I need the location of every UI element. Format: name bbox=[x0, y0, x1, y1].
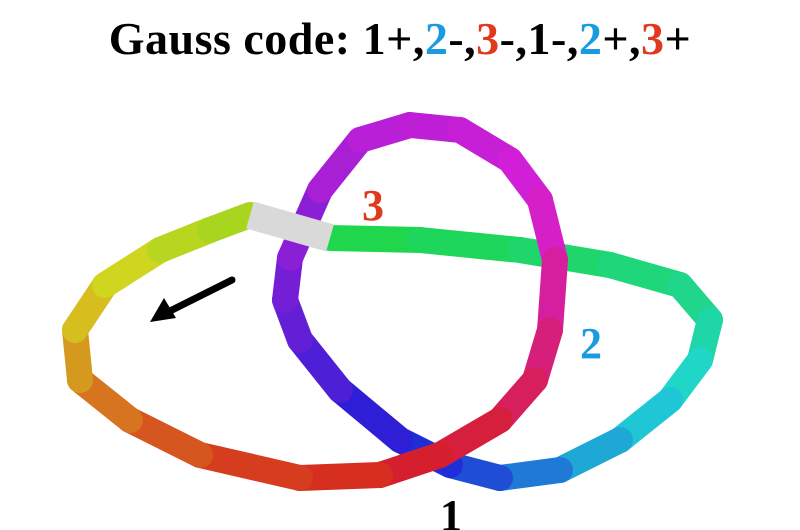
knot-strand-segment bbox=[287, 462, 393, 491]
crossing-label-1: 1 bbox=[440, 491, 462, 530]
gauss-code-crossing-2: 2 bbox=[424, 13, 449, 64]
gauss-code-crossing-3: 3 bbox=[476, 13, 500, 64]
gauss-code-title: Gauss code: 1+,2-,3-,1-,2+,3+ bbox=[0, 12, 800, 65]
gauss-code-separator: , bbox=[464, 13, 477, 64]
gauss-code-sign: + bbox=[386, 13, 413, 64]
start-marker bbox=[246, 201, 334, 252]
arrow-down-left-icon bbox=[150, 276, 236, 322]
gauss-code-crossing-3: 3 bbox=[641, 13, 665, 64]
gauss-code-sign: - bbox=[551, 13, 567, 64]
knot-strand-segment bbox=[187, 442, 313, 491]
knot-strands bbox=[62, 112, 723, 491]
knot-strand-segment bbox=[117, 407, 213, 468]
knot-strand-segment bbox=[407, 227, 533, 263]
gauss-code-separator: , bbox=[515, 13, 528, 64]
gauss-code-separator: , bbox=[412, 13, 425, 64]
crossing-label-3: 3 bbox=[362, 181, 384, 230]
gauss-code-sign: + bbox=[664, 13, 692, 64]
gauss-code-crossing-1: 1 bbox=[362, 13, 387, 64]
crossing-label-2: 2 bbox=[580, 319, 602, 368]
gauss-code-sequence: 1+,2-,3-,1-,2+,3+ bbox=[363, 13, 692, 64]
gauss-code-separator: , bbox=[629, 13, 642, 64]
gauss-code-sign: - bbox=[499, 13, 516, 64]
knot-strand-segment bbox=[317, 225, 433, 253]
knot-strand-segment bbox=[327, 377, 413, 453]
gauss-code-crossing-2: 2 bbox=[578, 13, 603, 64]
gauss-code-sign: - bbox=[448, 13, 465, 64]
gauss-code-crossing-1: 1 bbox=[527, 13, 551, 64]
gauss-code-separator: , bbox=[566, 13, 579, 64]
gauss-code-sign: + bbox=[602, 13, 630, 64]
gauss-code-prefix: Gauss code: bbox=[108, 13, 363, 64]
knot-strand-segment bbox=[197, 202, 263, 243]
